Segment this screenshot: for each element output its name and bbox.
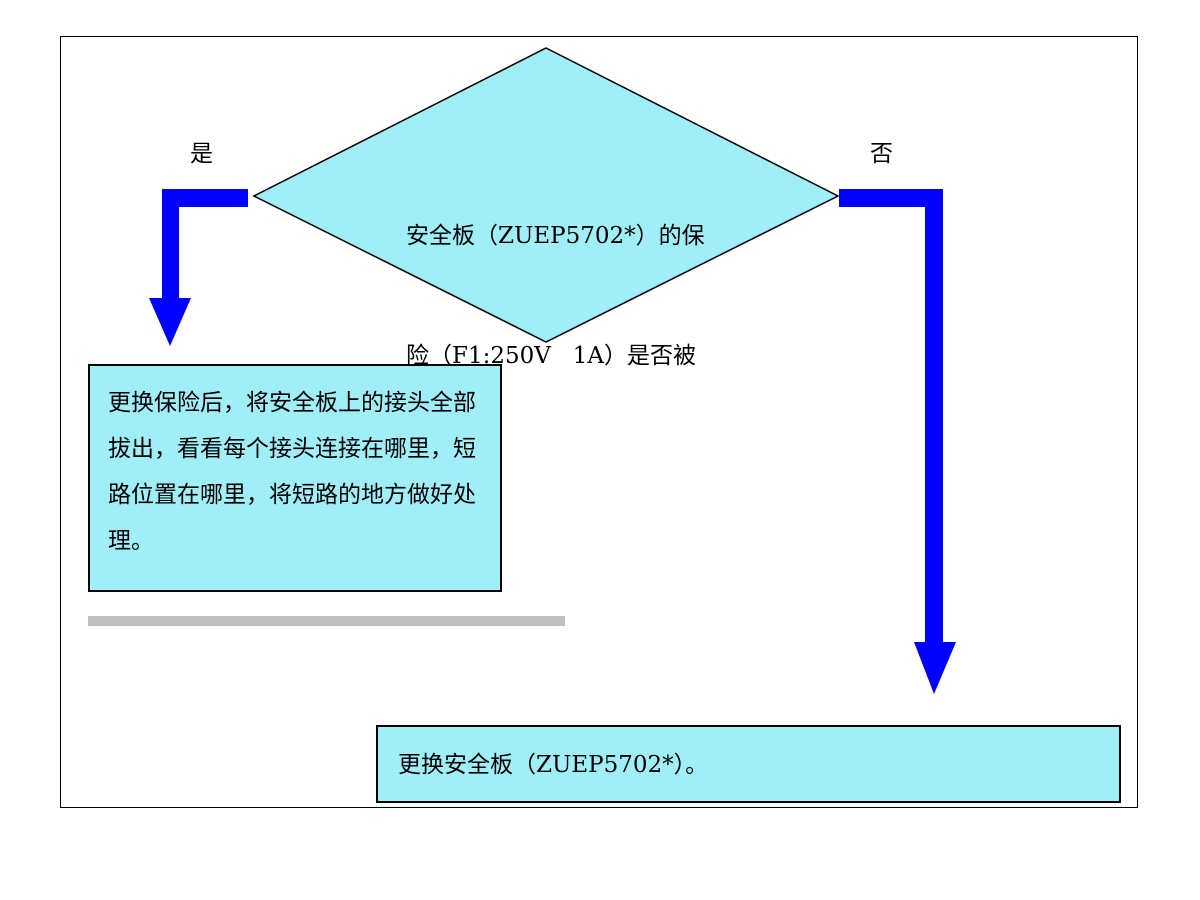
no-action-line: 更换安全板（ZUEP5702*）。 [398,752,709,778]
yes-arrow-icon [149,189,248,346]
decision-line: 安全板（ZUEP5702*）的保 [406,223,705,249]
yes-action-line: 理。 [108,528,154,554]
diagram-frame [60,36,1138,808]
yes-action-line: 拔出，看看每个接头连接在哪里，短 [108,436,476,462]
no-branch-label: 否 [870,141,893,167]
yes-branch-label: 是 [190,141,213,167]
no-arrow-icon [839,189,956,694]
separator-line [88,616,565,626]
no-action-box: 更换安全板（ZUEP5702*）。 [376,725,1121,803]
decision-text: 安全板（ZUEP5702*）的保 险（F1:250V 1A）是否被 熔断？ [406,136,706,536]
decision-diamond [252,47,840,343]
yes-action-line: 更换保险后，将安全板上的接头全部 [108,390,476,416]
yes-action-line: 路位置在哪里，将短路的地方做好处 [108,482,476,508]
yes-action-box: 更换保险后，将安全板上的接头全部 拔出，看看每个接头连接在哪里，短 路位置在哪里… [88,364,502,592]
